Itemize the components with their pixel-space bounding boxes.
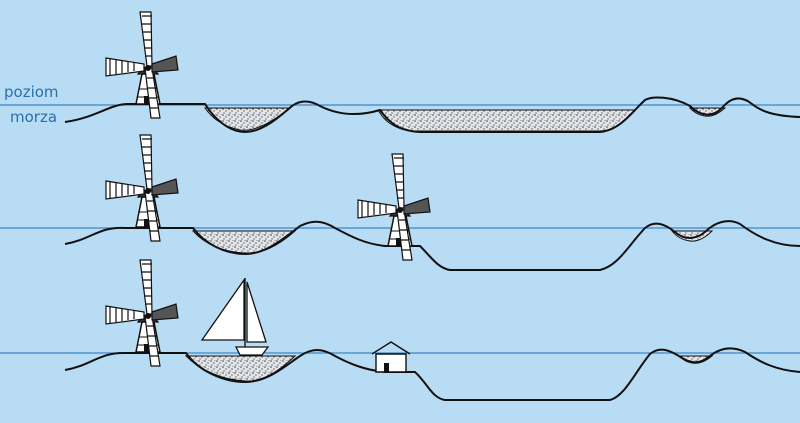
- house: [371, 341, 411, 373]
- lake-2: [377, 109, 637, 132]
- sea-level-label-bottom: morza: [10, 108, 58, 126]
- ground-profile-3: [64, 347, 800, 401]
- windmill-4: [105, 259, 179, 367]
- sea-level-label-top: poziom: [4, 83, 59, 101]
- lake-5: [670, 230, 714, 242]
- panel-3: [0, 259, 800, 401]
- panel-2: [0, 134, 800, 271]
- windmill-1: [105, 11, 179, 119]
- ground-profile-2: [64, 220, 800, 271]
- panel-1: [0, 11, 800, 134]
- ground-profile-1: [64, 96, 800, 134]
- lake-3: [688, 107, 727, 117]
- sailboat: [200, 277, 270, 356]
- windmill-3: [357, 153, 431, 261]
- windmill-2: [105, 134, 179, 242]
